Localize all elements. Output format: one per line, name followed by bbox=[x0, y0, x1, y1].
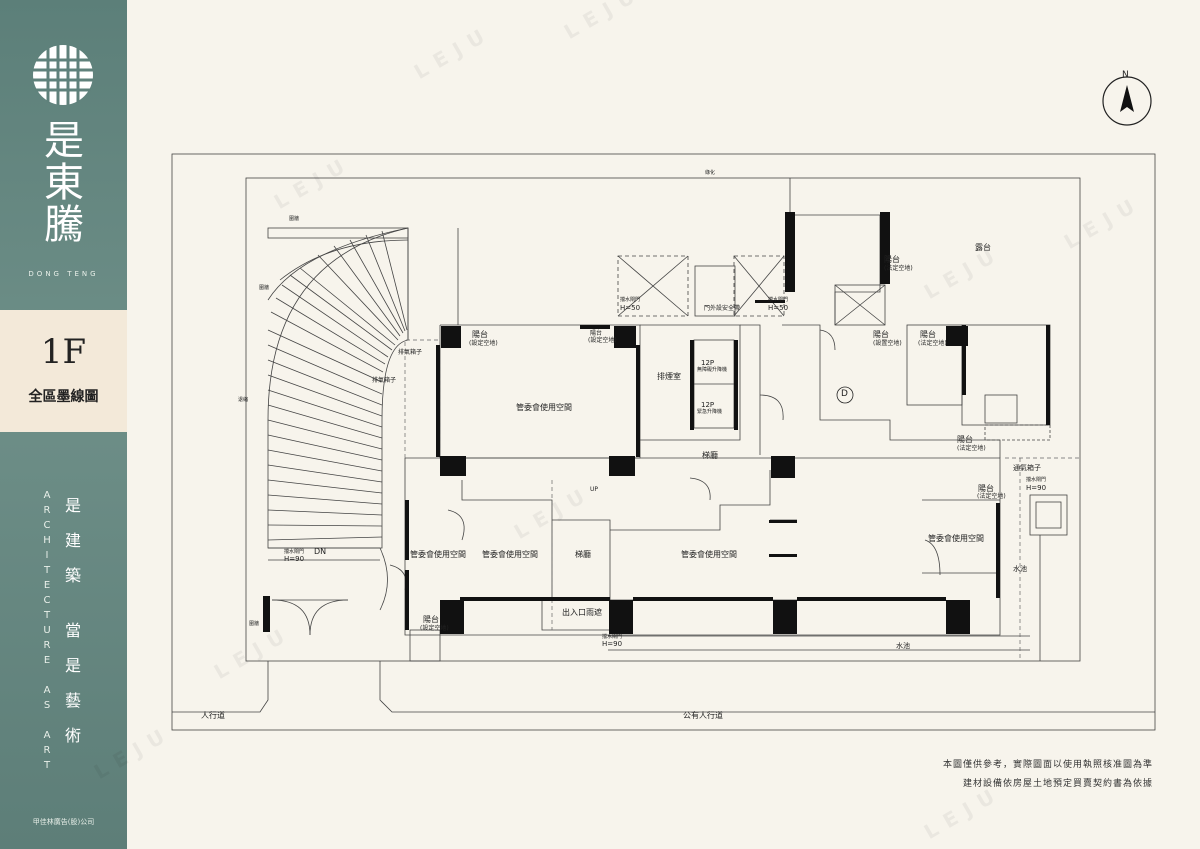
floor-label: 1F bbox=[40, 332, 87, 372]
plan-label-stair-hall: 梯廳 bbox=[702, 451, 718, 460]
plan-label-vent-shaft: 通氣箱子 bbox=[1013, 464, 1041, 472]
plan-label-balcony-5: 陽台 bbox=[957, 435, 973, 444]
plan-label-room-manage-4: 管委會使用空間 bbox=[681, 550, 737, 559]
brand-logo-icon bbox=[33, 45, 93, 105]
plan-label-balcony-8-note: (設定空地) bbox=[588, 337, 617, 344]
plan-label-balcony-3-note: (設置空地) bbox=[873, 340, 902, 347]
plan-label-room-manage-1: 管委會使用空間 bbox=[516, 403, 572, 412]
plan-label-gate-4: 擋水閘門 bbox=[284, 549, 305, 555]
plan-label-up: UP bbox=[590, 486, 599, 493]
plan-label-balcony-2-note: (法定空地) bbox=[884, 265, 913, 272]
plan-label-room-manage-2: 管委會使用空間 bbox=[410, 550, 466, 559]
plan-label-gate-5-h: H=90 bbox=[602, 640, 623, 648]
plan-label-elevator-2-note: 緊急升降機 bbox=[697, 409, 723, 415]
brand-name-english: DONG TENG bbox=[28, 270, 99, 278]
plan-label-balcony-1: 陽台 bbox=[472, 330, 488, 339]
plan-label-pool-1: 水池 bbox=[1013, 565, 1027, 573]
ramp-steps bbox=[267, 344, 383, 541]
plan-label-side-line-top: 圍牆 bbox=[289, 216, 300, 222]
company-name: 甲佳林廣告(股)公司 bbox=[32, 818, 95, 826]
plan-label-balcony-5-note: (法定空地) bbox=[957, 445, 986, 452]
plan-label-walkway: 人行道 bbox=[201, 711, 225, 720]
plan-label-balcony-7: 陽台 bbox=[423, 615, 439, 624]
plan-label-elevator-1: 12P bbox=[701, 359, 715, 367]
plan-label-gate-1-h: H=50 bbox=[620, 304, 641, 312]
plan-label-entrance-canopy: 出入口雨遮 bbox=[562, 608, 602, 617]
road-curve-left bbox=[172, 661, 269, 713]
plan-label-room-manage-3: 管委會使用空間 bbox=[482, 550, 538, 559]
road-curve-right bbox=[379, 661, 1155, 713]
plan-label-balcony-6-note: (法定空地) bbox=[977, 493, 1006, 500]
plan-label-terrace: 露台 bbox=[975, 243, 991, 252]
plan-label-planter: 綠化 bbox=[705, 170, 716, 176]
plan-label-stairs: 梯廳 bbox=[575, 550, 591, 559]
plan-label-elevator-2: 12P bbox=[701, 401, 715, 409]
slogan-chinese: 是建築 當是藝術 bbox=[63, 488, 83, 753]
plan-label-balcony-7-note: (設定空地) bbox=[420, 625, 449, 632]
plan-label-letter-d: D bbox=[841, 389, 848, 399]
plan-label-side-line-left: 圍牆 bbox=[259, 285, 270, 291]
spiral-ramp bbox=[267, 227, 409, 549]
plan-label-elevator-1-note: 無障礙升降機 bbox=[697, 367, 728, 373]
site-boundary bbox=[171, 153, 1156, 731]
brand-name: 是東騰 bbox=[44, 118, 84, 248]
plan-label-side-line-left2: 退縮 bbox=[238, 397, 249, 403]
plan-label-public-walkway: 公有人行道 bbox=[683, 711, 723, 720]
north-compass-icon bbox=[1102, 76, 1152, 126]
plan-label-balcony-4-note: (法定空地) bbox=[918, 340, 947, 347]
plan-label-boundary-1: 圍牆 bbox=[249, 621, 260, 627]
plan-label-gate-1: 擋水閘門 bbox=[620, 297, 641, 303]
floor-subtitle: 全區墨線圖 bbox=[28, 389, 99, 405]
plan-label-balcony-8: 陽台 bbox=[590, 330, 603, 337]
floor-box: 1F 全區墨線圖 bbox=[0, 310, 127, 432]
property-line bbox=[245, 177, 1081, 662]
plan-label-pool-2: 水池 bbox=[896, 642, 910, 650]
plan-label-balcony-1-note: (設定空地) bbox=[469, 340, 498, 347]
slogan-line-1: 是建築 bbox=[64, 496, 81, 585]
plan-label-gate-2-h: H=50 bbox=[768, 304, 789, 312]
plan-label-exhaust-room: 排煙室 bbox=[657, 372, 681, 381]
plan-label-balcony-4: 陽台 bbox=[920, 330, 936, 339]
plan-label-gate-3: 擋水閘門 bbox=[1026, 477, 1047, 483]
plan-label-vent-2: 排氣箱子 bbox=[372, 377, 397, 384]
plan-label-room-manage-5: 管委會使用空間 bbox=[928, 534, 984, 543]
north-label: N bbox=[1122, 70, 1129, 80]
plan-label-gate-3-h: H=90 bbox=[1026, 484, 1047, 492]
plan-label-balcony-2: 陽台 bbox=[884, 255, 900, 264]
disclaimer-line-2: 建材設備依房屋土地預定買賣契約書為依據 bbox=[962, 779, 1153, 789]
disclaimer-line-1: 本圖僅供參考，實際圖面以使用執照核准圖為準 bbox=[942, 760, 1153, 770]
plan-label-gate-4-h: H=90 bbox=[284, 555, 305, 563]
plan-label-safety: 門外設安全帶 bbox=[704, 305, 741, 312]
plan-label-gate-2: 擋水閘門 bbox=[768, 297, 789, 303]
plan-label-gate-5: 擋水閘門 bbox=[602, 634, 623, 640]
slogan-line-2: 當是藝術 bbox=[64, 621, 81, 745]
plan-label-balcony-3: 陽台 bbox=[873, 330, 889, 339]
plan-label-balcony-6: 陽台 bbox=[978, 484, 994, 493]
plan-label-vent-1: 排氣箱子 bbox=[398, 349, 423, 356]
plan-label-dn: DN bbox=[314, 547, 327, 556]
